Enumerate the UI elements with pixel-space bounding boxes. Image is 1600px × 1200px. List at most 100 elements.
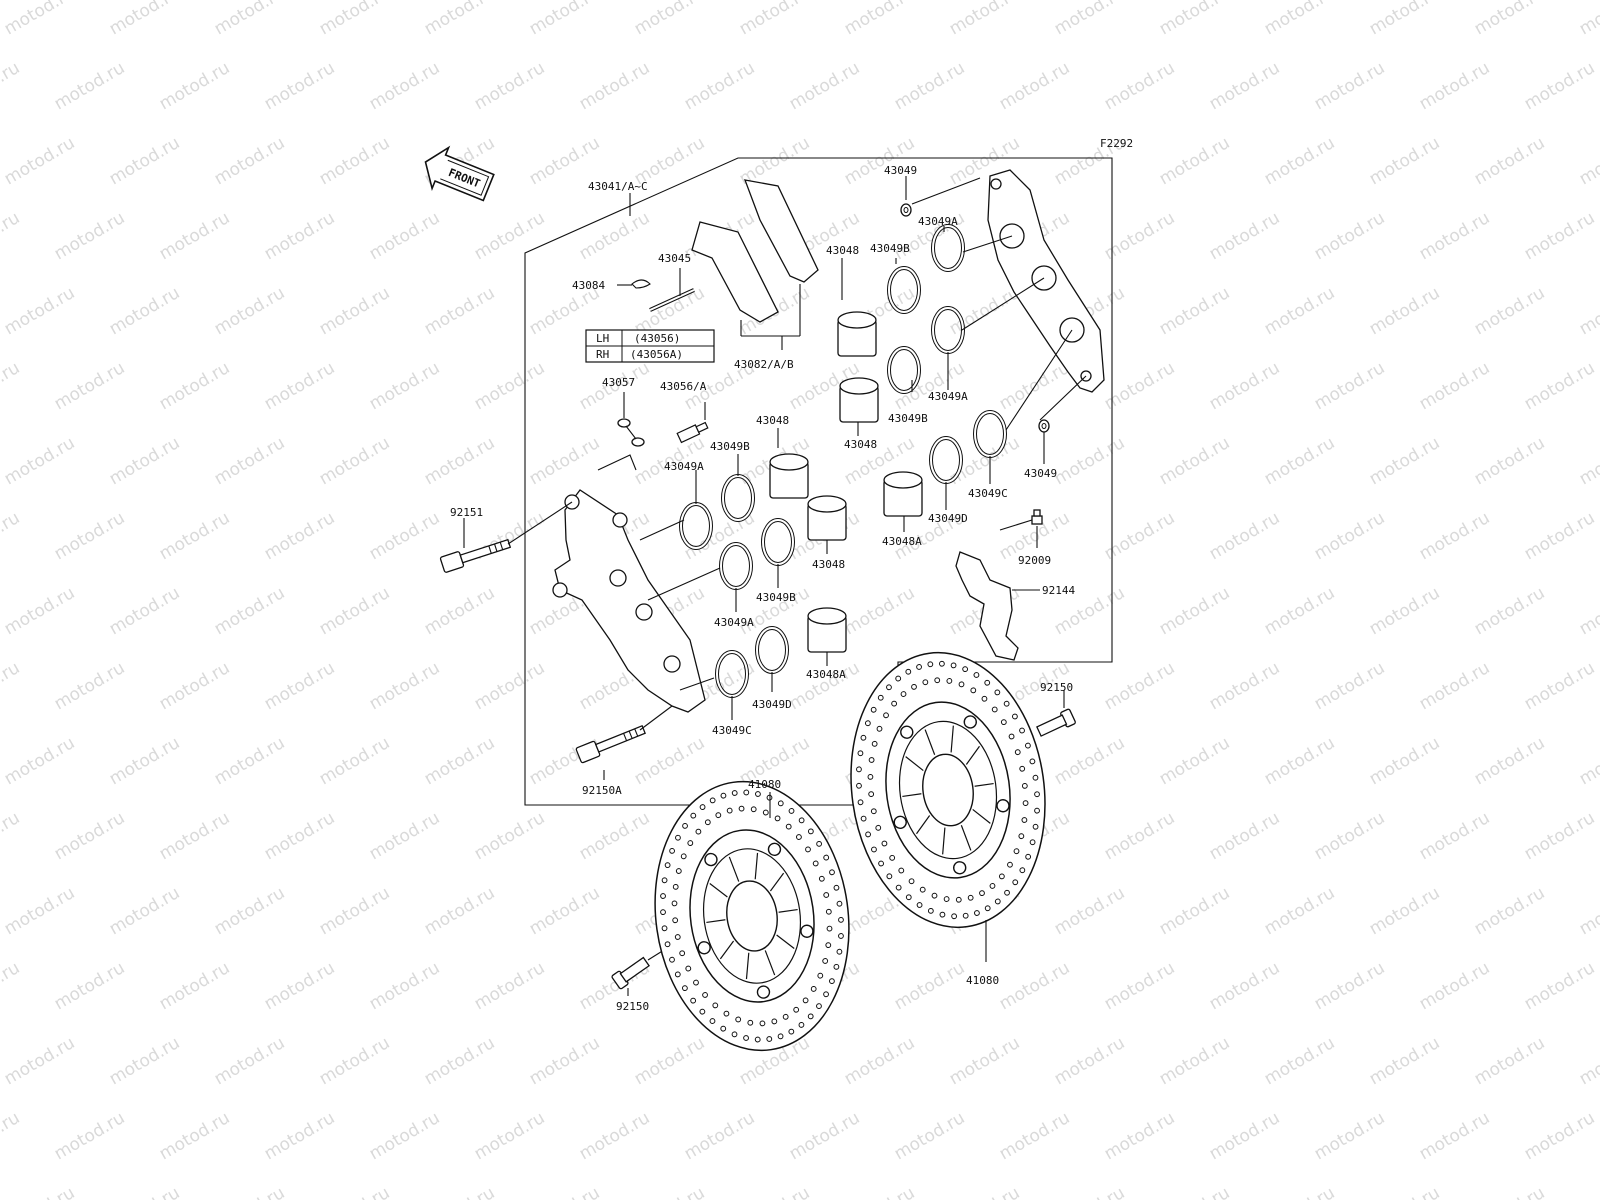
callout-43049a-top: 43049A xyxy=(918,215,958,228)
watermark-text: motod.ru xyxy=(526,1183,604,1200)
watermark-text: motod.ru xyxy=(631,1033,709,1089)
watermark-text: motod.ru xyxy=(841,583,919,639)
watermark-text: motod.ru xyxy=(366,958,444,1014)
watermark-text: motod.ru xyxy=(51,508,129,564)
watermark-text: motod.ru xyxy=(526,433,604,489)
watermark-text: motod.ru xyxy=(156,1108,234,1164)
watermark-text: motod.ru xyxy=(366,208,444,264)
watermark-text: motod.ru xyxy=(211,1033,289,1089)
watermark-text: motod.ru xyxy=(1206,358,1284,414)
watermark-text: motod.ru xyxy=(1521,1108,1599,1164)
watermark-text: motod.ru xyxy=(1206,658,1284,714)
watermark-text: motod.ru xyxy=(631,1183,709,1200)
table-rh-part: (43056A) xyxy=(630,348,683,361)
callout-43056: 43056/A xyxy=(660,380,707,393)
watermark-text: motod.ru xyxy=(316,583,394,639)
watermark-text: motod.ru xyxy=(211,883,289,939)
watermark-text: motod.ru xyxy=(891,358,969,414)
watermark-text: motod.ru xyxy=(1261,0,1339,39)
watermark-text: motod.ru xyxy=(891,1108,969,1164)
watermark-text: motod.ru xyxy=(471,208,549,264)
callout-43049b-low: 43049B xyxy=(756,591,796,604)
watermark-text: motod.ru xyxy=(1471,133,1549,189)
watermark-text: motod.ru xyxy=(316,0,394,39)
guide-line xyxy=(639,519,721,691)
watermark-text: motod.ru xyxy=(1471,1033,1549,1089)
callout-43048a-low: 43048A xyxy=(806,668,846,681)
watermark-text: motod.ru xyxy=(1366,0,1444,39)
watermark-text: motod.ru xyxy=(316,883,394,939)
watermark-text: motod.ru xyxy=(1101,58,1179,114)
watermark-text: motod.ru xyxy=(211,133,289,189)
watermark-text: motod.ru xyxy=(841,1033,919,1089)
watermark-text: motod.ru xyxy=(946,1183,1024,1200)
disc-bolt-icon xyxy=(1036,708,1076,737)
watermark-text: motod.ru xyxy=(106,0,184,39)
watermark-text: motod.ru xyxy=(51,958,129,1014)
watermark-text: motod.ru xyxy=(1576,283,1600,339)
seal-icon xyxy=(761,518,795,566)
watermark-text: motod.ru xyxy=(261,1108,339,1164)
watermark-text: motod.ru xyxy=(1521,658,1599,714)
watermark-text: motod.ru xyxy=(261,358,339,414)
watermark-text: motod.ru xyxy=(0,358,23,414)
watermark-text: motod.ru xyxy=(1366,583,1444,639)
bracket-icon xyxy=(955,551,1019,661)
callout-92150-bottom: 92150 xyxy=(616,1000,649,1013)
washer-icon xyxy=(1038,419,1050,433)
watermark-text: motod.ru xyxy=(366,808,444,864)
watermark-text: motod.ru xyxy=(1471,883,1549,939)
watermark-text: motod.ru xyxy=(1101,958,1179,1014)
watermark-text: motod.ru xyxy=(576,58,654,114)
watermark-text: motod.ru xyxy=(1156,883,1234,939)
watermark-text: motod.ru xyxy=(1416,508,1494,564)
watermark-text: motod.ru xyxy=(156,358,234,414)
watermark-text: motod.ru xyxy=(1471,433,1549,489)
watermark-text: motod.ru xyxy=(316,283,394,339)
callout-43049-top: 43049 xyxy=(884,164,917,177)
table-lh-side: LH xyxy=(596,332,609,345)
watermark-text: motod.ru xyxy=(471,958,549,1014)
watermark-text: motod.ru xyxy=(1416,1108,1494,1164)
watermark-text: motod.ru xyxy=(211,733,289,789)
seal-icon xyxy=(887,346,921,394)
piston-icon xyxy=(807,607,847,653)
watermark-text: motod.ru xyxy=(1311,808,1389,864)
watermark-text: motod.ru xyxy=(1311,508,1389,564)
watermark-text: motod.ru xyxy=(421,583,499,639)
watermark-text: motod.ru xyxy=(1206,508,1284,564)
watermark-text: motod.ru xyxy=(1521,208,1599,264)
watermark-text: motod.ru xyxy=(261,958,339,1014)
watermark-text: motod.ru xyxy=(1101,1108,1179,1164)
piston-icon xyxy=(883,471,923,517)
watermark-text: motod.ru xyxy=(891,958,969,1014)
callout-43049a-mid: 43049A xyxy=(928,390,968,403)
watermark-text: motod.ru xyxy=(1261,883,1339,939)
guide-line xyxy=(911,177,1087,431)
watermark-text: motod.ru xyxy=(841,0,919,39)
watermark-text: motod.ru xyxy=(1156,0,1234,39)
piston-icon xyxy=(807,495,847,541)
watermark-text: motod.ru xyxy=(1576,1183,1600,1200)
watermark-text: motod.ru xyxy=(316,733,394,789)
watermark-text: motod.ru xyxy=(106,433,184,489)
callout-43049b-mid: 43049B xyxy=(888,412,928,425)
watermark-text: motod.ru xyxy=(681,1108,759,1164)
watermark-text: motod.ru xyxy=(0,58,23,114)
watermark-text: motod.ru xyxy=(1311,1108,1389,1164)
callout-43049a-left: 43049A xyxy=(664,460,704,473)
callout-43049d-right: 43049D xyxy=(928,512,968,525)
callout-43048-top: 43048 xyxy=(826,244,859,257)
callout-41080-left: 41080 xyxy=(748,778,781,791)
piston-icon xyxy=(837,311,877,357)
callout-leaders xyxy=(463,176,1065,996)
watermark-text: motod.ru xyxy=(261,208,339,264)
watermark-text: motod.ru xyxy=(1,0,79,39)
watermark-text: motod.ru xyxy=(1576,883,1600,939)
watermark-text: motod.ru xyxy=(316,433,394,489)
watermark-text: motod.ru xyxy=(1261,733,1339,789)
watermark-text: motod.ru xyxy=(1576,1033,1600,1089)
callout-43049a-low: 43049A xyxy=(714,616,754,629)
watermark-text: motod.ru xyxy=(1051,883,1129,939)
